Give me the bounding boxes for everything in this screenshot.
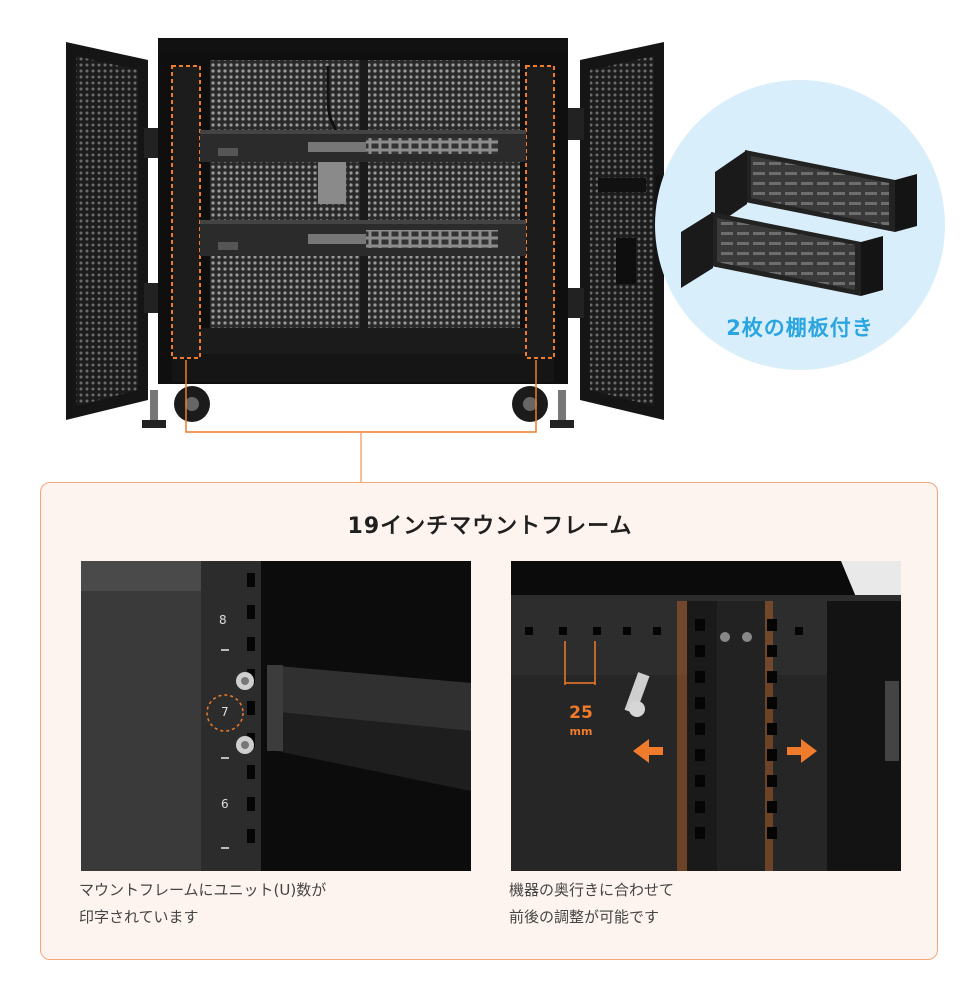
server-rack-cabinet-image <box>66 38 670 428</box>
shelves-label: 2枚の棚板付き <box>726 316 874 340</box>
network-switch-top <box>200 130 526 162</box>
depth-adjust-photo: 25 mm <box>511 561 901 871</box>
network-switch-bottom <box>200 220 526 256</box>
unit-number-7: 7 <box>221 705 229 719</box>
shelf-boards-image <box>681 150 917 296</box>
measure-value: 25 <box>569 703 593 723</box>
caption-line: マウントフレームにユニット(U)数が <box>79 881 327 899</box>
unit-number-8: 8 <box>219 613 227 627</box>
right-door <box>566 42 670 420</box>
shelves-callout-bubble: 2枚の棚板付き <box>655 80 945 370</box>
arrow-right-icon <box>787 739 817 763</box>
left-door <box>66 42 162 420</box>
unit-number-photo: 8 7 6 <box>81 561 471 871</box>
depth-adjust-caption: 機器の奥行きに合わせて 前後の調整が可能です <box>509 877 909 931</box>
measure-unit: mm <box>569 725 593 738</box>
unit-number-6: 6 <box>221 797 229 811</box>
caption-line: 機器の奥行きに合わせて <box>509 881 675 899</box>
arrow-left-icon <box>633 739 663 763</box>
caption-line: 前後の調整が可能です <box>509 908 660 926</box>
panel-title: 19インチマウントフレーム <box>347 514 633 539</box>
mount-frame-info-panel: 19インチマウントフレーム <box>40 482 938 960</box>
unit-number-caption: マウントフレームにユニット(U)数が 印字されています <box>79 877 479 931</box>
connector-line <box>185 360 537 482</box>
caption-line: 印字されています <box>79 908 199 926</box>
